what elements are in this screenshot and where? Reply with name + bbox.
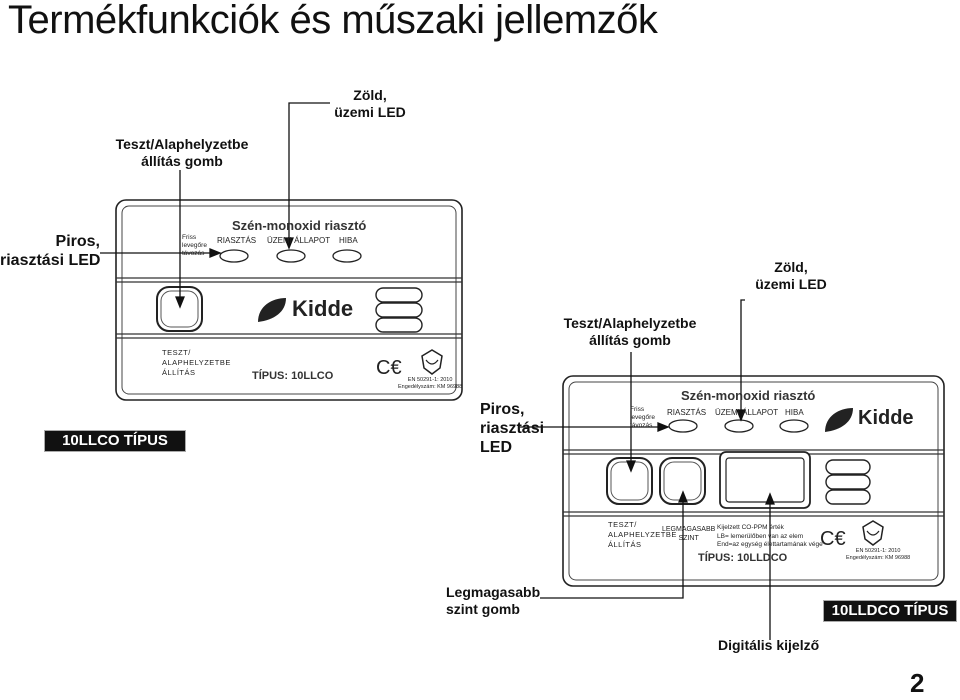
alarm-led: [219, 249, 249, 263]
callout-green-led-b: Zöld,üzemi LED: [755, 259, 827, 292]
operation-led-label-b: ÜZEMI ÁLLAPOT: [715, 408, 779, 417]
type-label-a: TÍPUS: 10LLCO: [252, 370, 334, 382]
fault-led-b: [779, 419, 809, 433]
fault-led-label-a: HIBA: [339, 236, 358, 245]
ce-mark-icon: C€: [376, 357, 402, 379]
kidde-logo-a: Kidde: [292, 296, 354, 321]
kitemark-icon: [421, 349, 443, 375]
ce-mark-icon-b: C€: [820, 528, 846, 550]
alarm-led-label-a: RIASZTÁS: [217, 236, 257, 245]
fault-led-label-b: HIBA: [785, 408, 804, 417]
test-reset-button-b: [606, 457, 653, 505]
callout-red-led-a: Piros,riasztási LED: [0, 233, 101, 269]
digital-display: [719, 451, 811, 509]
page-title: Termékfunkciók és műszaki jellemzők: [8, 0, 658, 42]
alarm-led-label-b: RIASZTÁS: [667, 408, 707, 417]
operation-led-b: [724, 419, 754, 433]
callout-digital-display: Digitális kijelző: [718, 637, 820, 653]
fault-led: [332, 249, 362, 263]
callout-green-led-a: Zöld,üzemi LED: [334, 87, 406, 120]
type-label-b: TÍPUS: 10LLDCO: [698, 552, 788, 564]
model-badge-10llco: 10LLCO TÍPUS: [44, 430, 186, 452]
model-badge-10lldco: 10LLDCO TÍPUS: [823, 600, 957, 622]
leaders-10llco: [100, 102, 330, 309]
kidde-leaf-icon: [258, 298, 286, 322]
panel-title-a: Szén-monoxid riasztó: [232, 218, 367, 233]
leaders-10lldco: [520, 299, 775, 640]
operation-led-label-a: ÜZEMI ÁLLAPOT: [267, 236, 331, 245]
kitemark-icon-b: [862, 520, 884, 546]
operation-led: [276, 249, 306, 263]
kidde-logo-b: Kidde: [858, 407, 914, 429]
kidde-leaf-icon-b: [825, 408, 853, 432]
page-number: 2: [910, 668, 925, 698]
alarm-led-b: [668, 419, 698, 433]
panel-title-b: Szén-monoxid riasztó: [681, 388, 816, 403]
